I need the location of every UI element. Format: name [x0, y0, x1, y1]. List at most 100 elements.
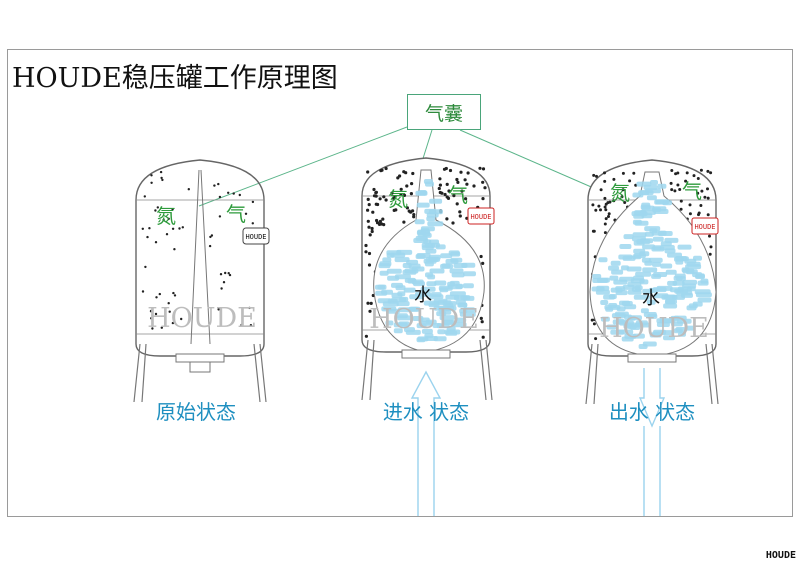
nitrogen-dot [446, 196, 451, 200]
water-blob [642, 288, 654, 294]
nitrogen-dot [595, 174, 598, 178]
nitrogen-dot [438, 183, 442, 187]
nitrogen-dot [251, 222, 254, 225]
water-blob [397, 291, 406, 297]
water-blob [653, 329, 667, 335]
nitrogen-dot [227, 272, 230, 275]
water-blob [632, 333, 645, 339]
water-blob [697, 297, 712, 303]
water-blob [416, 337, 426, 343]
nitrogen-dot [448, 168, 453, 173]
water-blob [427, 221, 444, 227]
nitrogen-dot [228, 273, 232, 277]
nitrogen-dot [699, 204, 703, 207]
nitrogen-dot [688, 203, 692, 207]
nitrogen-dot [392, 208, 396, 212]
water-blob [700, 278, 709, 284]
water-blob [600, 316, 610, 322]
nitrogen-dot [447, 189, 451, 193]
nitrogen-dot [370, 226, 374, 231]
water-blobs [591, 180, 712, 349]
water-blob [447, 305, 457, 311]
nitrogen-dot [240, 323, 243, 327]
nitrogen-dot [208, 244, 212, 248]
water-blob [665, 269, 677, 275]
tank-inflow-gas-left: 氮 [388, 187, 408, 211]
nitrogen-dot [159, 170, 163, 174]
nitrogen-dot [443, 192, 447, 197]
nitrogen-dot [219, 273, 223, 276]
water-blob [421, 328, 433, 334]
nitrogen-dot [444, 166, 448, 171]
nitrogen-dot [366, 197, 370, 201]
nitrogen-dot [248, 306, 251, 310]
water-blob [663, 303, 678, 309]
nitrogen-dot [612, 199, 616, 203]
tank-outflow-tag: HOUDE [694, 223, 715, 231]
nitrogen-dot [160, 326, 163, 329]
nitrogen-dot [464, 197, 468, 201]
water-blob [415, 190, 427, 196]
nitrogen-dot [623, 201, 627, 204]
water-blob [394, 257, 410, 263]
nitrogen-dot [670, 169, 674, 172]
tank-inflow: HOUDE 氮 气 水 HOUDE 进水 状态 [361, 157, 495, 516]
nitrogen-dot [366, 208, 370, 212]
nitrogen-dot [670, 188, 674, 192]
nitrogen-dot [368, 233, 372, 237]
nitrogen-dot [155, 296, 158, 299]
water-blob [610, 287, 623, 293]
outflow-arrow [638, 368, 666, 428]
water-blob [439, 287, 449, 293]
nitrogen-dot [209, 235, 212, 239]
nitrogen-dot [150, 181, 153, 184]
water-blob [647, 313, 658, 319]
water-blob [450, 257, 463, 263]
nitrogen-dot [481, 335, 485, 339]
nitrogen-dot [452, 194, 456, 198]
nitrogen-dot [146, 235, 149, 239]
nitrogen-dot [213, 184, 216, 187]
nitrogen-dot [217, 308, 220, 311]
tank-outflow-caption: 出水 状态 [609, 400, 695, 424]
nitrogen-dot [684, 179, 688, 183]
nitrogen-dot [149, 310, 153, 313]
water-blob [391, 282, 403, 288]
nitrogen-dot [603, 196, 607, 200]
nitrogen-dot [607, 212, 611, 216]
water-blob [610, 260, 621, 266]
water-blob [646, 195, 657, 201]
nitrogen-dot [590, 318, 594, 322]
nitrogen-dot [222, 281, 226, 284]
nitrogen-dot [679, 207, 683, 211]
nitrogen-dot [405, 206, 409, 210]
water-blob [684, 325, 695, 331]
water-blob [461, 262, 476, 268]
nitrogen-dot [599, 208, 602, 212]
nitrogen-dot [167, 217, 170, 220]
water-blob [455, 317, 467, 323]
tank-outflow-gas-left: 氮 [610, 181, 630, 205]
nitrogen-dot [404, 171, 408, 175]
nitrogen-dot [621, 188, 625, 192]
nitrogen-dot [151, 327, 154, 330]
nitrogen-dot [161, 178, 164, 182]
water-blob [429, 198, 443, 204]
nitrogen-dot [370, 229, 374, 234]
water-blob [633, 294, 650, 300]
nitrogen-dot [218, 215, 222, 218]
water-blob [420, 286, 436, 292]
nitrogen-dot [381, 217, 385, 221]
tank-inflow-gas-right: 气 [448, 183, 468, 207]
water-blob [598, 257, 608, 263]
nitrogen-dot [455, 202, 459, 206]
nitrogen-dot [371, 210, 375, 214]
water-blob [632, 232, 647, 238]
water-blob [614, 311, 629, 317]
water-blob [609, 275, 619, 281]
water-blob [386, 268, 402, 274]
nitrogen-dot [244, 212, 248, 215]
water-blob [429, 294, 444, 300]
water-blob [460, 295, 471, 301]
nitrogen-dot [603, 231, 607, 235]
